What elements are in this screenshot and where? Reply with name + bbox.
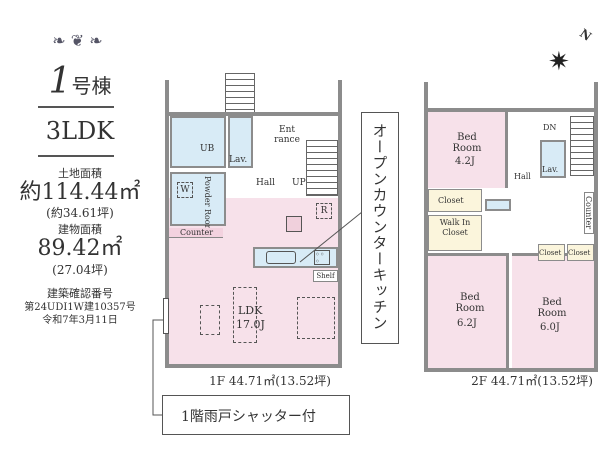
ub-label: UB xyxy=(200,144,215,154)
divider xyxy=(38,106,114,108)
floor2-outline xyxy=(424,108,598,372)
building-title: 1号棟 xyxy=(20,62,140,108)
fridge-icon xyxy=(286,216,302,232)
permit-label: 建築確認番号 xyxy=(47,287,113,300)
building-suffix: 号棟 xyxy=(71,74,112,98)
entrance-label: Ent rance xyxy=(274,125,300,145)
bedroom-4-2-size: 4.2J xyxy=(455,156,475,167)
bedroom-6-0 xyxy=(512,253,594,368)
bedroom-6-2-label: Bed Room xyxy=(455,292,485,314)
bedroom-4-2 xyxy=(428,112,508,188)
lav-2f xyxy=(540,140,566,178)
bedroom-6-0-label: Bed Room xyxy=(537,297,567,319)
ldk-label: LDK xyxy=(238,304,263,317)
land-area-tsubo: (約34.61坪) xyxy=(46,206,114,220)
floor-area-tsubo: (27.04坪) xyxy=(52,263,108,277)
closet-2 xyxy=(538,244,565,261)
up-label: UP xyxy=(292,178,306,188)
kitchen-callout: オープンカウンターキッチン xyxy=(361,112,399,344)
lav-2f-label: Lav. xyxy=(542,165,559,174)
lav-label: Lav. xyxy=(229,155,248,165)
stove-icon: ◦◦◦ xyxy=(314,250,330,266)
ornament: ❧ ❦ ❧ xyxy=(52,31,103,50)
dn-label: DN xyxy=(543,123,557,132)
hall-label-2f: Hall xyxy=(514,172,531,181)
floor-area-label: 建物面積 xyxy=(58,223,102,236)
closet-2-label: Closet xyxy=(539,249,562,257)
land-area: 約114.44㎡ xyxy=(19,180,141,205)
stairs-1f xyxy=(306,140,338,196)
shutter-callout-text: 1階雨戸シャッター付 xyxy=(181,409,316,425)
kitchen-callout-text: オープンカウンターキッチン xyxy=(370,123,389,331)
w-label: W xyxy=(177,182,193,198)
hall-sink xyxy=(485,199,511,211)
closet-3-label: Closet xyxy=(568,249,591,257)
powder-label: Powder Room xyxy=(203,176,212,233)
permit-number: 第24UDI1W建10357号 xyxy=(24,302,136,313)
layout-type: 3LDK xyxy=(45,117,115,145)
sofa xyxy=(200,305,220,335)
stairs-2f xyxy=(570,116,594,176)
window xyxy=(163,298,169,334)
floor-area: 89.42㎡ xyxy=(37,236,123,261)
shutter-callout: 1階雨戸シャッター付 xyxy=(162,395,350,435)
building-number: 1 xyxy=(48,61,72,102)
counter-2f-label: Counter xyxy=(584,192,594,234)
counter-strip xyxy=(169,228,223,238)
ub-room xyxy=(170,116,226,168)
hall-label: Hall xyxy=(256,178,275,188)
floor1-outline xyxy=(165,112,342,368)
bedroom-4-2-label: Bed Room xyxy=(452,132,482,154)
walk-in-closet xyxy=(428,215,482,251)
bedroom-6-0-size: 6.0J xyxy=(540,322,560,333)
tv-board xyxy=(233,287,257,343)
r-label: R xyxy=(316,203,332,219)
closet-3 xyxy=(567,244,594,261)
land-area-label: 土地面積 xyxy=(58,167,102,180)
permit-date: 令和7年3月11日 xyxy=(42,315,118,326)
divider xyxy=(38,155,114,157)
ldk-size: 17.0J xyxy=(236,318,265,331)
bedroom-6-2-size: 6.2J xyxy=(457,318,477,329)
lav-room xyxy=(228,116,253,168)
compass-icon: ✷ xyxy=(548,47,570,77)
closet-1 xyxy=(428,189,482,212)
sink-icon xyxy=(266,251,296,264)
bedroom-6-2 xyxy=(428,253,509,368)
walk-in-closet-label: Walk In Closet xyxy=(439,218,471,237)
counter-label: Counter xyxy=(180,228,214,237)
powder-room xyxy=(170,172,226,226)
dining-table xyxy=(297,297,335,339)
floor1-caption: 1F 44.71㎡(13.52坪) xyxy=(209,374,331,388)
closet-1-label: Closet xyxy=(438,196,464,205)
floor2-caption: 2F 44.71㎡(13.52坪) xyxy=(471,374,593,388)
shelf-label: Shelf xyxy=(313,270,338,282)
